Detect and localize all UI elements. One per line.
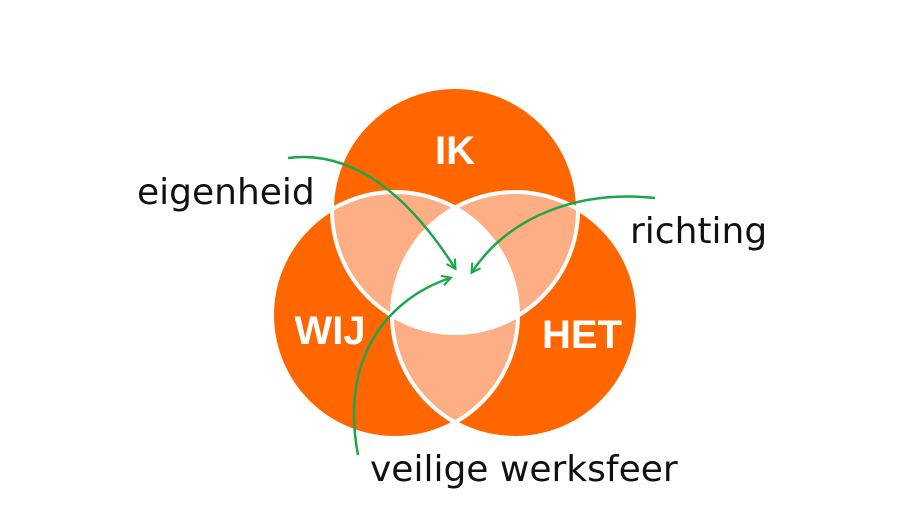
arrow-eigenheid: [287, 155, 455, 268]
overlap-center: [392, 192, 518, 333]
circle-wij-outline: [270, 190, 520, 440]
label-richting: richting: [630, 211, 767, 252]
circle-label-wij: WIJ: [294, 309, 365, 353]
label-veilige-werksfeer: veilige werksfeer: [370, 449, 678, 490]
arrow-veilige-werksfeer: [352, 278, 450, 456]
circle-label-het: HET: [542, 313, 622, 357]
label-eigenheid: eigenheid: [137, 172, 315, 213]
circle-label-ik: IK: [435, 129, 475, 173]
arrow-richting: [472, 195, 656, 272]
